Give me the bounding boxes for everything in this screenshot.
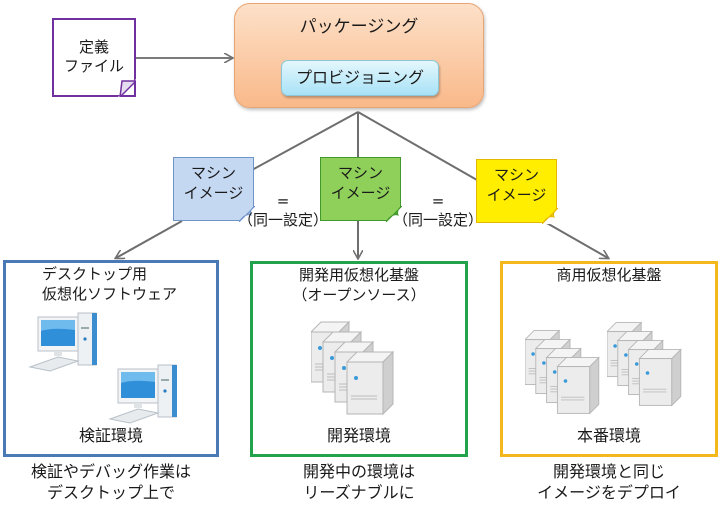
environment-title-line-2: （オープンソース） <box>292 285 426 304</box>
caption-line-1: 開発中の環境は <box>302 462 415 481</box>
server-rack-icon <box>525 330 600 415</box>
machine-image-blue: マシン イメージ <box>173 157 255 222</box>
provisioning-box: プロビジョニング <box>281 60 439 96</box>
server-rack-icon <box>311 320 395 416</box>
production-caption: 開発環境と同じ イメージをデプロイ <box>498 462 720 504</box>
caption-line-2: イメージをデプロイ <box>537 482 681 502</box>
environment-title: デスクトップ用 仮想化ソフトウェア <box>6 265 216 304</box>
development-environment-box: 開発用仮想化基盤 （オープンソース） 開発環境 <box>250 261 468 457</box>
equals-sign: = <box>276 192 290 210</box>
environment-label: 検証環境 <box>78 426 143 445</box>
definition-file-label-2: ファイル <box>63 56 124 75</box>
machine-image-yellow: マシン イメージ <box>476 159 558 224</box>
environment-title-line-1: 開発用仮想化基盤 <box>298 266 419 284</box>
packaging-box: パッケージング プロビジョニング <box>234 3 484 108</box>
machine-image-label-1: マシン <box>337 164 383 182</box>
caption-line-2: リーズナブルに <box>303 482 415 502</box>
machine-image-label-2: イメージ <box>183 183 244 202</box>
environment-title-line-1: デスクトップ用 <box>42 265 148 283</box>
caption-line-2: デスクトップ上で <box>46 482 175 502</box>
page-fold-icon <box>238 205 255 222</box>
page-fold-icon <box>541 207 558 224</box>
caption-line-1: 検証やデバッグ作業は <box>30 462 191 481</box>
same-config-note: （同一設定） <box>393 210 484 229</box>
environment-title-line-1: 商用仮想化基盤 <box>556 266 662 284</box>
verification-environment-box: デスクトップ用 仮想化ソフトウェア 検証環境 <box>3 260 219 457</box>
environment-label: 開発環境 <box>326 426 391 445</box>
environment-title: 商用仮想化基盤 <box>503 266 715 286</box>
equals-sign: = <box>431 192 445 210</box>
desktop-caption: 検証やデバッグ作業は デスクトップ上で <box>0 462 222 504</box>
environment-title-line-2: 仮想化ソフトウェア <box>42 284 178 303</box>
development-caption: 開発中の環境は リーズナブルに <box>248 462 470 504</box>
machine-image-label-1: マシン <box>190 164 236 182</box>
definition-file-label-1: 定義 <box>78 38 109 56</box>
machine-image-green: マシン イメージ <box>320 157 402 222</box>
machine-image-label-2: イメージ <box>330 183 391 202</box>
server-rack-icon <box>607 322 682 407</box>
same-config-annotation: = （同一設定） <box>238 192 328 230</box>
desktop-pc-icon <box>108 364 177 424</box>
packaging-title: パッケージング <box>299 17 419 37</box>
production-environment-box: 商用仮想化基盤 本番環境 <box>500 261 718 457</box>
page-fold-icon <box>118 79 136 97</box>
arrow-blue-image-to-desktop <box>116 220 183 258</box>
same-config-annotation: = （同一設定） <box>393 192 483 230</box>
machine-image-label-2: イメージ <box>486 185 547 204</box>
environment-label: 本番環境 <box>576 426 641 445</box>
desktop-pc-icon <box>28 312 97 372</box>
definition-file-note: 定義 ファイル <box>52 18 136 97</box>
page-fold-icon <box>385 205 402 222</box>
caption-line-1: 開発環境と同じ <box>552 462 665 481</box>
environment-title: 開発用仮想化基盤 （オープンソース） <box>253 266 465 305</box>
machine-image-label-1: マシン <box>493 166 539 184</box>
arrow-yellow-image-to-prod <box>544 221 608 258</box>
same-config-note: （同一設定） <box>238 210 329 229</box>
